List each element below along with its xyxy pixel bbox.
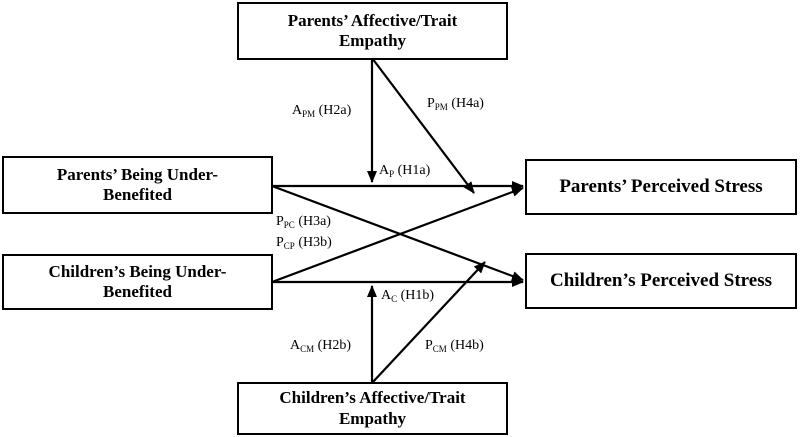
node-parents-stress-label: Parents’ Perceived Stress <box>559 175 763 197</box>
arrow-pcp <box>271 186 524 284</box>
path-hypothesis: (H1b) <box>400 288 435 303</box>
path-label-pcp: PCP (H3b) <box>276 235 332 251</box>
path-symbol: A <box>292 103 303 118</box>
node-parents-stress: Parents’ Perceived Stress <box>525 159 797 215</box>
path-label-ap: AP (H1a) <box>379 163 430 179</box>
path-symbol: P <box>425 338 433 353</box>
path-label-apm: APM (H2a) <box>292 103 351 119</box>
node-children-stress-label: Children’s Perceived Stress <box>550 269 772 291</box>
path-hypothesis: (H2a) <box>318 103 352 118</box>
arrow-ppc <box>271 184 524 282</box>
node-parents-underbenefited: Parents’ Being Under-Benefited <box>2 156 273 214</box>
path-subscript: PM <box>434 102 448 112</box>
node-children-underbenefited-label: Children’s Being Under-Benefited <box>48 261 227 301</box>
path-label-ac: AC (H1b) <box>381 288 434 304</box>
path-subscript: CP <box>283 241 295 251</box>
node-parents-underbenefited-label: Parents’ Being Under-Benefited <box>56 164 219 204</box>
path-label-acm: ACM (H2b) <box>290 338 351 354</box>
node-children-empathy: Children’s Affective/Trait Empathy <box>237 382 508 435</box>
path-symbol: P <box>276 235 284 250</box>
path-symbol: P <box>276 214 284 229</box>
arrow-pcm <box>371 261 486 384</box>
path-subscript: CM <box>300 344 315 354</box>
path-label-pcm: PCM (H4b) <box>425 338 484 354</box>
path-hypothesis: (H1a) <box>397 163 431 178</box>
path-hypothesis: (H3a) <box>298 214 331 229</box>
node-children-empathy-label: Children’s Affective/Trait Empathy <box>279 388 466 428</box>
path-hypothesis: (H4b) <box>450 338 484 353</box>
path-subscript: P <box>389 169 395 179</box>
path-hypothesis: (H2b) <box>317 338 352 353</box>
path-subscript: PC <box>283 220 295 230</box>
path-subscript: PM <box>302 109 316 119</box>
node-children-stress: Children’s Perceived Stress <box>525 253 797 309</box>
path-symbol: A <box>379 163 390 178</box>
node-children-underbenefited: Children’s Being Under-Benefited <box>2 254 273 310</box>
path-symbol: A <box>381 288 392 303</box>
node-parents-empathy: Parents’ Affective/Trait Empathy <box>237 2 508 60</box>
path-hypothesis: (H3b) <box>298 235 332 250</box>
arrow-ppm <box>371 57 475 194</box>
path-symbol: A <box>290 338 301 353</box>
path-subscript: CM <box>432 344 447 354</box>
path-label-ppc: PPC (H3a) <box>276 214 331 230</box>
path-label-ppm: PPM (H4a) <box>427 96 484 112</box>
path-symbol: P <box>427 96 435 111</box>
path-subscript: C <box>391 294 398 304</box>
node-parents-empathy-label: Parents’ Affective/Trait Empathy <box>287 10 458 50</box>
path-hypothesis: (H4a) <box>451 96 484 111</box>
